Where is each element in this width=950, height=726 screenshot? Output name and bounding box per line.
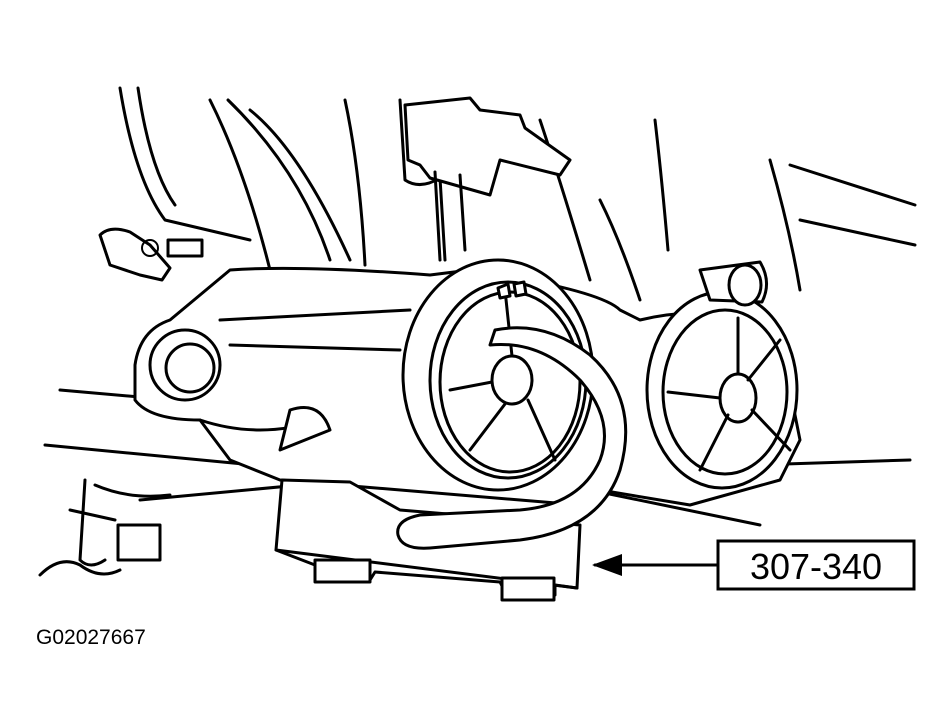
figure-id: G02027667 [36,626,146,649]
mounting-bracket [403,96,572,262]
sensor-bolt [98,227,204,282]
wiring-harness [38,478,172,577]
special-tool [274,326,628,602]
callout: 307-340 [592,539,916,591]
right-port [645,260,799,490]
tool-number-label: 307-340 [750,546,882,587]
callout-box [716,539,916,591]
crankshaft-seal [401,258,595,492]
callout-arrow-icon [592,554,622,576]
